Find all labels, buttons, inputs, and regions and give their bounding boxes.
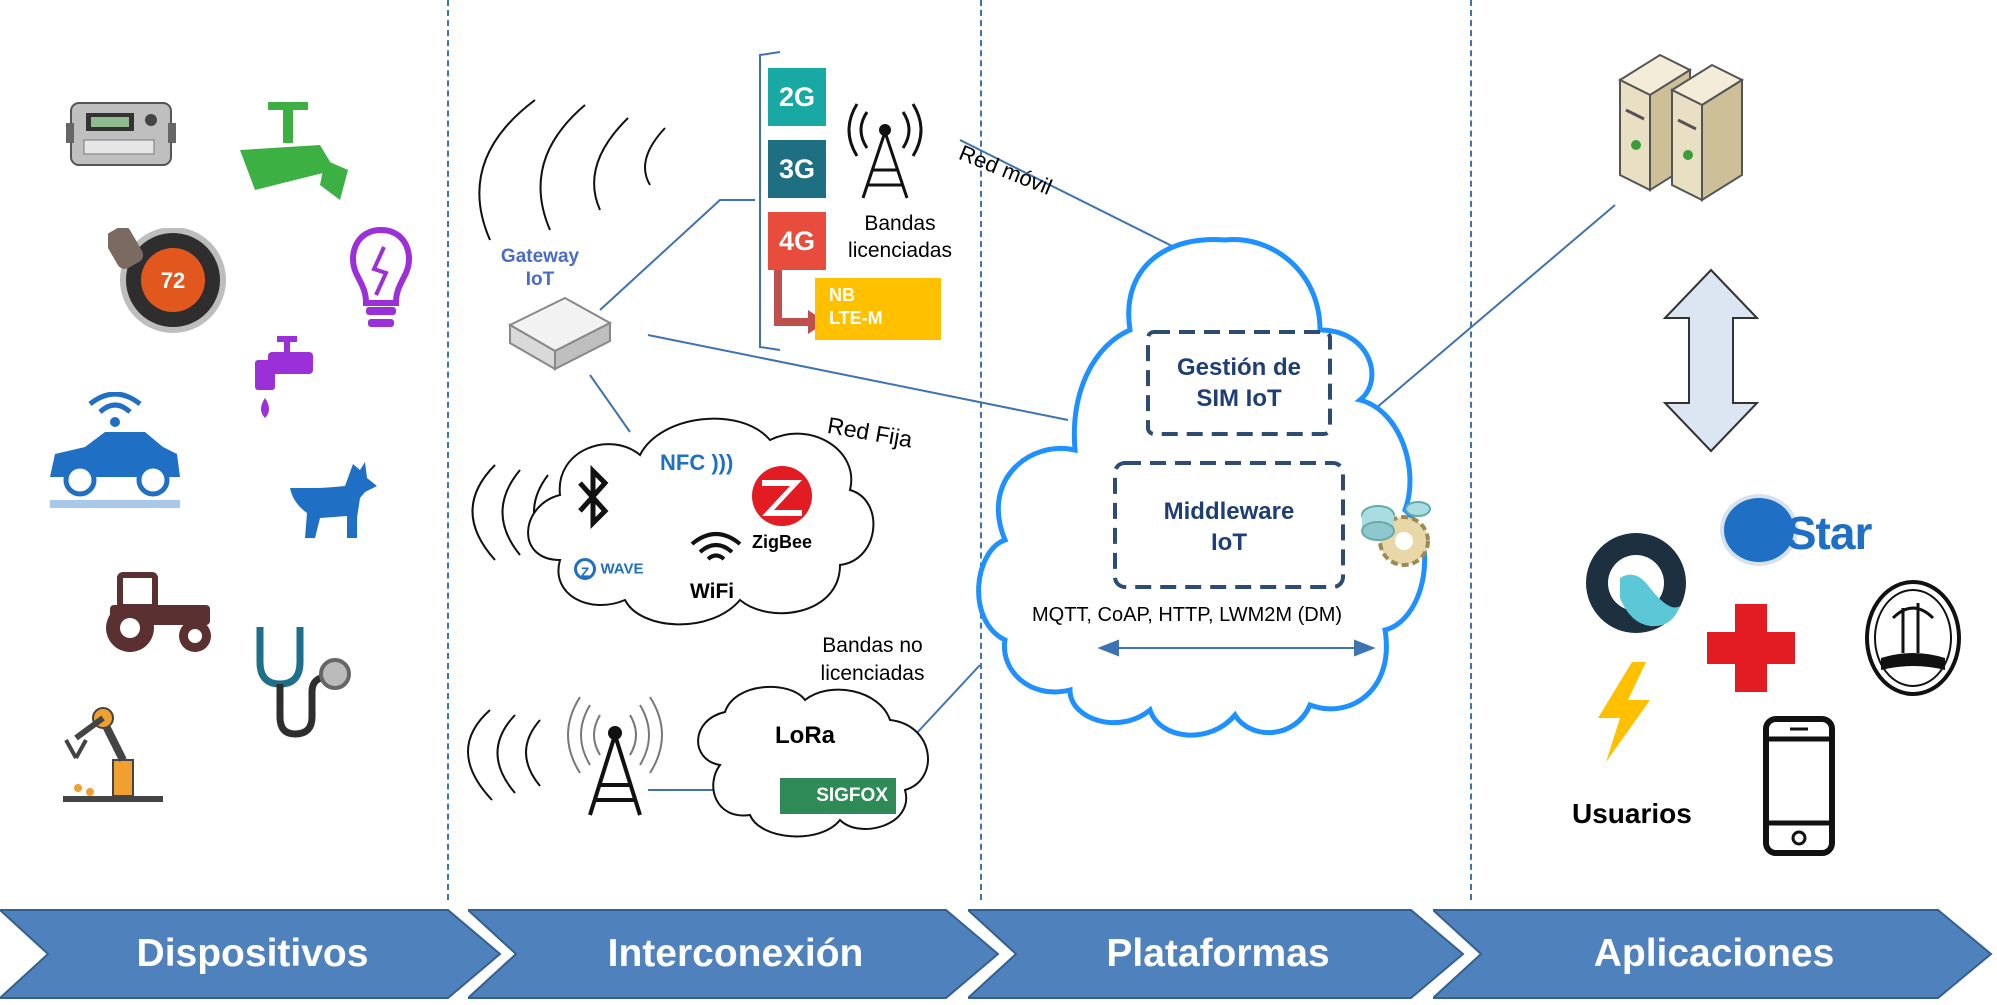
- robot-arm-icon: [63, 707, 163, 802]
- zigbee-logo-icon: [752, 466, 812, 526]
- stage-aplicaciones: Aplicaciones: [1433, 908, 1995, 1000]
- lightbulb-icon: [350, 226, 412, 327]
- lightning-icon: [1598, 662, 1650, 762]
- sigfox-label: SIGFOX: [816, 785, 888, 806]
- onstar-badge: [1720, 494, 1798, 566]
- stage-interconexion-label: Interconexión: [607, 932, 864, 975]
- tractor-icon: [106, 572, 211, 652]
- stage-plataformas-label: Plataformas: [1106, 932, 1330, 975]
- platform-to-apps-line: [1361, 204, 1616, 421]
- gateway-device-icon: [507, 296, 613, 371]
- sim-management-label: Gestión de SIM IoT: [1176, 354, 1302, 412]
- stage-aplicaciones-shape: [1433, 909, 1993, 999]
- double-arrow-icon: [1663, 268, 1759, 453]
- onstar-logo: OnStar: [1720, 492, 1900, 572]
- gears-icon: [1361, 501, 1431, 567]
- red-cross-icon: [1707, 604, 1795, 692]
- stage-dispositivos: Dispositivos: [0, 908, 505, 1000]
- middleware-box: [1113, 461, 1345, 589]
- gen-2g-badge: 2G: [768, 68, 826, 126]
- lora-label: LoRa: [775, 722, 835, 749]
- zwave-z-icon: Z: [574, 558, 596, 580]
- licensed-bands-label: Bandas licenciadas: [848, 212, 952, 262]
- zwave-logo: Z WAVE: [574, 558, 654, 588]
- gateway-to-shortrange-line: [589, 374, 631, 433]
- gateway-waves: [478, 99, 666, 241]
- smartphone-icon: [1763, 716, 1835, 856]
- gen-4g-badge: 4G: [768, 212, 826, 270]
- fixed-network-line: [647, 334, 1069, 421]
- platform-cloud: [976, 236, 1428, 738]
- gateway-to-cellular-line: [599, 199, 755, 311]
- thermostat-reading: 72: [161, 268, 185, 293]
- zwave-label: WAVE: [600, 560, 644, 578]
- stage-dispositivos-label: Dispositivos: [136, 932, 369, 975]
- meter-icon: [66, 102, 176, 166]
- lpwan-cloud: [697, 685, 929, 838]
- stage-interconexion: Interconexión: [468, 908, 1003, 1000]
- middleware-label: Middleware IoT: [1163, 498, 1295, 556]
- divider-3: [1470, 0, 1472, 900]
- tower-waves: [467, 709, 541, 801]
- mobile-network-line: [959, 139, 1191, 256]
- lpwan-to-platform-line: [914, 664, 981, 736]
- users-label: Usuarios: [1572, 798, 1692, 829]
- stage-plataformas: Plataformas: [968, 908, 1468, 1000]
- sim-management-box: [1146, 330, 1332, 436]
- servers-icon: [1617, 53, 1745, 202]
- divider-1: [447, 0, 449, 900]
- seal-logo: [1865, 580, 1961, 696]
- unlicensed-bands-label: Bandas no licenciadas: [820, 634, 925, 685]
- zigbee-label: ZigBee: [752, 532, 813, 552]
- wifi-label: WiFi: [690, 580, 735, 603]
- onstar-label: OnStar: [1724, 507, 1872, 559]
- nb-arrow: [774, 268, 810, 326]
- gen-3g-badge: 3G: [768, 140, 826, 198]
- sigfox-logo: SIGFOX: [780, 778, 896, 814]
- stethoscope-icon: [256, 627, 351, 738]
- nb-lte-m-badge: NB LTE-M: [815, 278, 941, 340]
- bluetooth-icon: [578, 465, 609, 530]
- water-drop-logo: [1586, 533, 1686, 633]
- wifi-icon: [690, 532, 742, 561]
- cellular-bracket: [759, 51, 781, 351]
- security-camera-icon: [240, 102, 348, 200]
- stage-plataformas-shape: [968, 909, 1465, 999]
- nfc-label: NFC ))): [660, 450, 734, 475]
- cell-tower-icon: [847, 103, 923, 199]
- connected-car-icon: [50, 392, 180, 508]
- lpwan-tower-icon: [567, 696, 663, 816]
- protocols-label: MQTT, CoAP, HTTP, LWM2M (DM): [1032, 604, 1343, 626]
- thermostat-icon: 72: [108, 228, 226, 333]
- protocol-arrow: [1097, 639, 1376, 657]
- divider-2: [980, 0, 982, 900]
- stage-interconexion-shape: [468, 909, 1000, 999]
- faucet-icon: [255, 336, 313, 418]
- stage-dispositivos-shape: [0, 909, 502, 999]
- stage-aplicaciones-label: Aplicaciones: [1593, 932, 1835, 975]
- nfc-waves-icon: ))): [705, 450, 734, 475]
- gateway-label: Gateway IoT: [500, 246, 580, 290]
- dog-icon: [290, 462, 377, 538]
